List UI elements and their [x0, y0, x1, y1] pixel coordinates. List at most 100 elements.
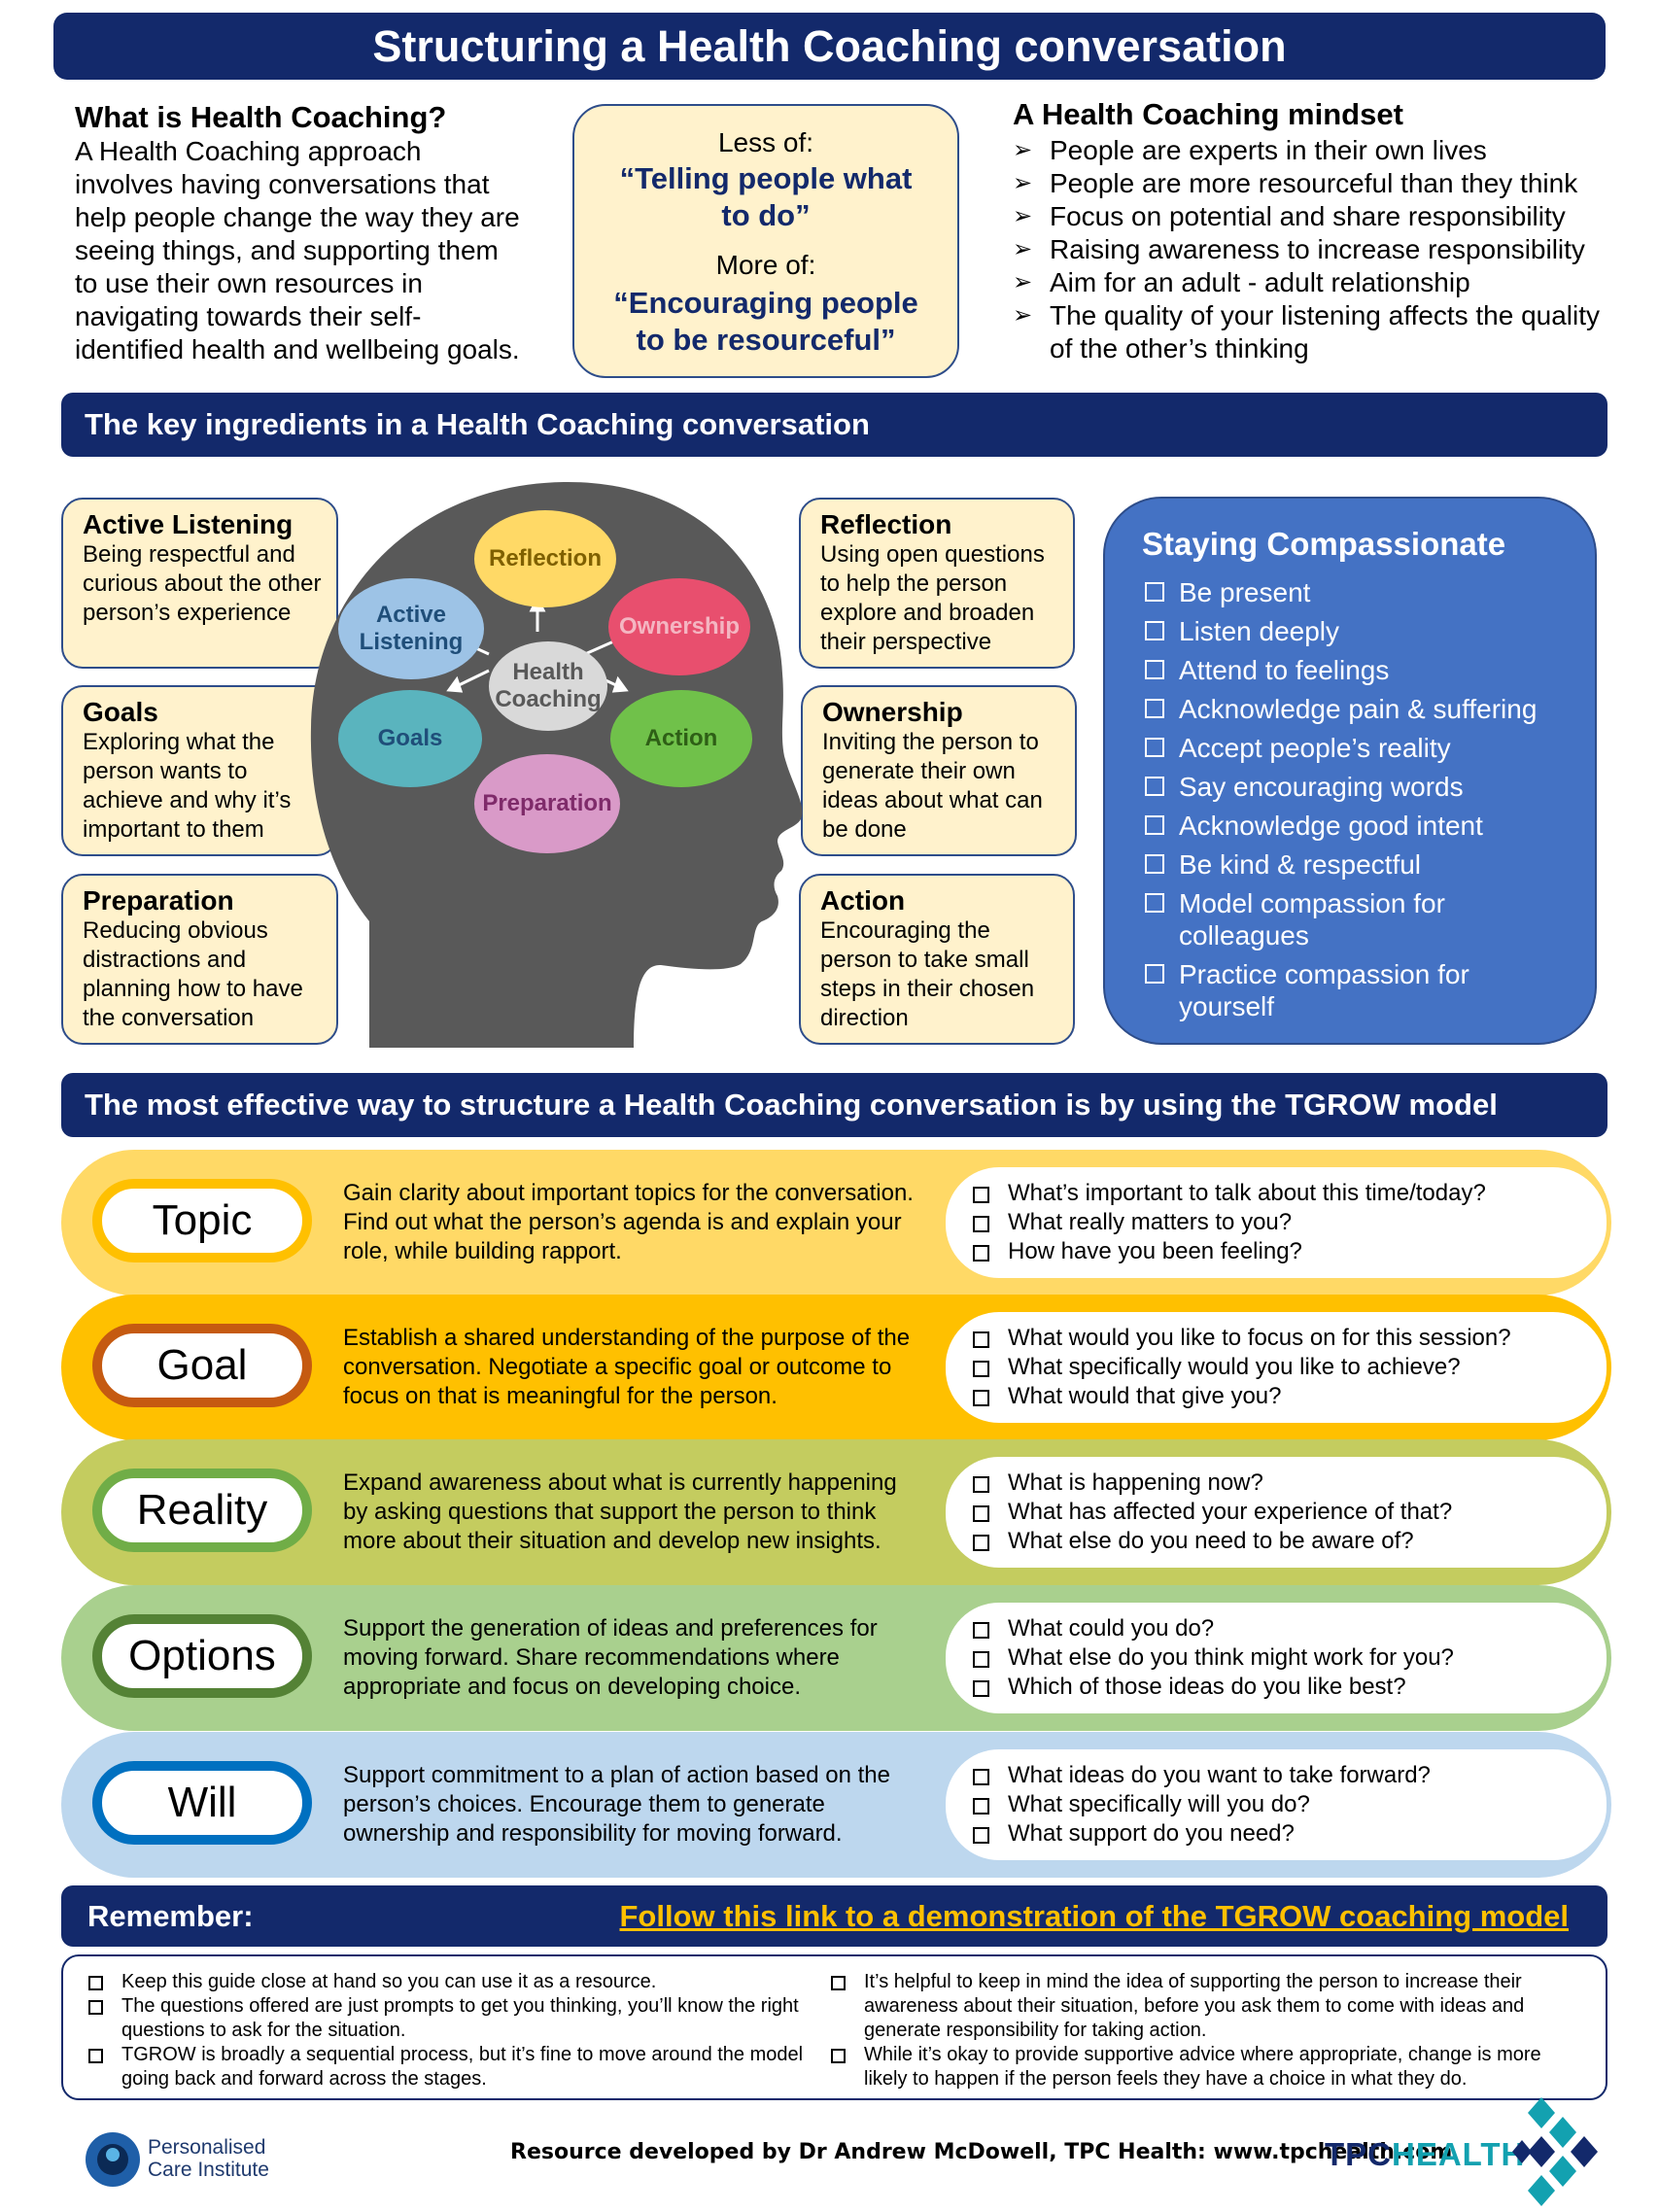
- stage-name: Goal: [156, 1341, 248, 1389]
- active-listening-bubble: Active Listening: [338, 578, 484, 679]
- mindset-section: A Health Coaching mindset People are exp…: [1013, 97, 1615, 365]
- mindset-item: The quality of your listening affects th…: [1013, 299, 1615, 365]
- what-is-line: identified health and wellbeing goals.: [75, 334, 520, 364]
- mindset-item: Focus on potential and share responsibil…: [1013, 200, 1615, 233]
- mindset-list: People are experts in their own lives Pe…: [1013, 134, 1615, 365]
- question-item: Which of those ideas do you like best?: [969, 1673, 1454, 1702]
- ingredient-desc: Being respectful and curious about the o…: [83, 541, 322, 626]
- bubble-label: Active: [375, 602, 447, 628]
- compassion-item: Acknowledge pain & suffering: [1142, 693, 1566, 725]
- less-more-box: Less of: “Telling people what to do” Mor…: [572, 104, 959, 378]
- tgrow-row-reality: Reality Expand awareness about what is c…: [61, 1439, 1611, 1585]
- ingredients-bar: The key ingredients in a Health Coaching…: [61, 393, 1607, 457]
- stage-name: Will: [167, 1779, 237, 1826]
- question-item: What support do you need?: [969, 1819, 1431, 1849]
- ownership-bubble: Ownership: [608, 578, 750, 675]
- remember-item: It’s helpful to keep in mind the idea of…: [827, 1970, 1585, 2043]
- pci-line: Care Institute: [148, 2159, 269, 2181]
- stage-pill-reality: Reality: [92, 1469, 312, 1552]
- compassion-heading: Staying Compassionate: [1142, 526, 1506, 562]
- ingredients-heading: The key ingredients in a Health Coaching…: [85, 407, 870, 441]
- ingredient-card-preparation: Preparation Reducing obvious distraction…: [61, 874, 338, 1045]
- stage-pill-topic: Topic: [92, 1179, 312, 1262]
- bubble-label: Action: [644, 725, 718, 751]
- stage-questions: What ideas do you want to take forward? …: [946, 1749, 1607, 1860]
- bubble-label: Health: [512, 659, 584, 685]
- question-item: What really matters to you?: [969, 1208, 1486, 1237]
- remember-item: Keep this guide close at hand so you can…: [85, 1970, 823, 1994]
- compassion-item: Be present: [1142, 576, 1566, 608]
- stage-pill-goal: Goal: [92, 1324, 312, 1407]
- remember-item: TGROW is broadly a sequential process, b…: [85, 2043, 823, 2091]
- ingredient-desc: Reducing obvious distractions and planni…: [83, 917, 303, 1031]
- more-quote-1: “Encouraging people: [613, 286, 918, 320]
- stage-questions: What would you like to focus on for this…: [946, 1312, 1607, 1423]
- health-coaching-bubble: Health Coaching: [489, 641, 607, 731]
- compassion-item: Acknowledge good intent: [1142, 810, 1566, 842]
- pci-line: Personalised: [148, 2136, 266, 2159]
- ingredient-title: Preparation: [83, 885, 234, 916]
- stage-description: Expand awareness about what is currently…: [343, 1469, 897, 1554]
- remember-item: While it’s okay to provide supportive ad…: [827, 2043, 1585, 2091]
- what-is-line: involves having conversations that: [75, 169, 490, 199]
- less-quote-1: “Telling people what: [619, 161, 913, 195]
- stage-name: Topic: [152, 1196, 253, 1244]
- question-item: What else do you need to be aware of?: [969, 1527, 1452, 1556]
- question-item: What has affected your experience of tha…: [969, 1498, 1452, 1527]
- tgrow-row-will: Will Support commitment to a plan of act…: [61, 1732, 1611, 1878]
- tpc-diamond-logo-icon: [1512, 2097, 1598, 2206]
- mindset-item: People are experts in their own lives: [1013, 134, 1615, 167]
- stage-pill-will: Will: [92, 1761, 312, 1845]
- action-bubble: Action: [610, 690, 752, 787]
- tgrow-demo-link[interactable]: Follow this link to a demonstration of t…: [619, 1899, 1569, 1933]
- ingredient-desc: Exploring what the person wants to achie…: [83, 729, 292, 843]
- bubble-label: Preparation: [482, 790, 612, 816]
- more-quote-2: to be resourceful”: [636, 323, 896, 357]
- compassion-item: Attend to feelings: [1142, 654, 1566, 686]
- bubble-label: Ownership: [618, 613, 741, 639]
- tpc-health-logo-text: TPCHEALTH: [1325, 2136, 1525, 2173]
- reflection-bubble: Reflection: [474, 510, 616, 607]
- health-text: HEALTH: [1392, 2136, 1526, 2172]
- compassion-item: Accept people’s reality: [1142, 732, 1566, 764]
- question-item: How have you been feeling?: [969, 1237, 1486, 1266]
- stage-description: Support the generation of ideas and pref…: [343, 1615, 878, 1700]
- title-bar: Structuring a Health Coaching conversati…: [53, 13, 1606, 80]
- compassion-panel: Staying Compassionate Be present Listen …: [1103, 497, 1597, 1045]
- mindset-item: Raising awareness to increase responsibi…: [1013, 233, 1615, 266]
- mindset-item: Aim for an adult - adult relationship: [1013, 266, 1615, 299]
- stage-name: Reality: [136, 1486, 268, 1534]
- tgrow-row-options: Options Support the generation of ideas …: [61, 1585, 1611, 1731]
- pci-logo-icon: [86, 2132, 140, 2187]
- footer-credit: Resource developed by Dr Andrew McDowell…: [510, 2140, 1453, 2164]
- ingredient-desc: Encouraging the person to take small ste…: [820, 917, 1035, 1031]
- compassion-item: Say encouraging words: [1142, 771, 1566, 803]
- goals-bubble: Goals: [338, 690, 482, 787]
- tgrow-heading: The most effective way to structure a He…: [85, 1088, 1498, 1122]
- bubble-label: Reflection: [488, 545, 602, 571]
- remember-list-right: It’s helpful to keep in mind the idea of…: [827, 1970, 1585, 2091]
- ingredient-title: Active Listening: [83, 509, 294, 539]
- what-is-section: What is Health Coaching? A Health Coachi…: [75, 100, 580, 366]
- preparation-bubble: Preparation: [474, 754, 620, 853]
- more-label: More of:: [715, 250, 816, 280]
- pci-logo-text: Personalised Care Institute: [148, 2136, 269, 2181]
- remember-label: Remember:: [87, 1899, 254, 1933]
- what-is-line: to use their own resources in: [75, 268, 423, 298]
- compassion-item: Practice compassion for yourself: [1142, 958, 1566, 1022]
- ingredient-card-ownership: Ownership Inviting the person to generat…: [801, 685, 1077, 856]
- ingredient-desc: Using open questions to help the person …: [820, 541, 1045, 655]
- bubble-label: Listening: [359, 629, 464, 655]
- remember-item: The questions offered are just prompts t…: [85, 1994, 823, 2043]
- tpc-text: TPC: [1325, 2136, 1392, 2172]
- question-item: What specifically would you like to achi…: [969, 1353, 1511, 1382]
- stage-pill-options: Options: [92, 1614, 312, 1698]
- question-item: What else do you think might work for yo…: [969, 1643, 1454, 1673]
- ingredient-card-reflection: Reflection Using open questions to help …: [799, 498, 1075, 669]
- question-item: What would you like to focus on for this…: [969, 1324, 1511, 1353]
- remember-box: Keep this guide close at hand so you can…: [61, 1954, 1607, 2100]
- ingredient-title: Ownership: [822, 697, 963, 727]
- stage-description: Gain clarity about important topics for …: [343, 1180, 914, 1264]
- page-title: Structuring a Health Coaching conversati…: [372, 21, 1287, 71]
- bubble-label: Goals: [377, 725, 443, 751]
